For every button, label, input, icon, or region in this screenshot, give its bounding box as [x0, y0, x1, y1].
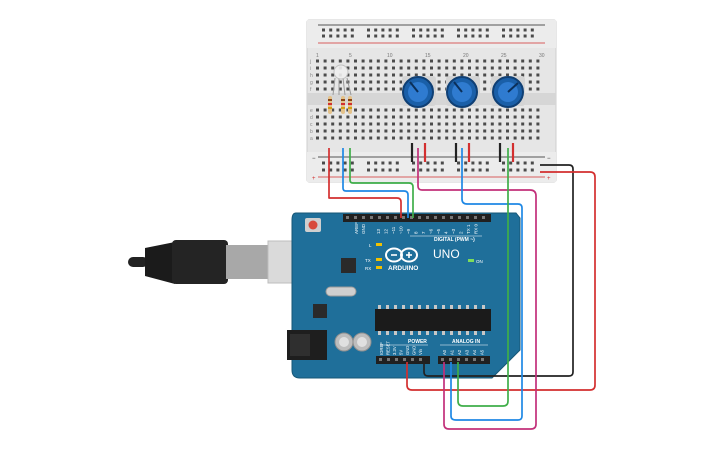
- digital-pwm-label: DIGITAL (PWM ~): [434, 237, 475, 243]
- potentiometer-2-icon[interactable]: [446, 76, 480, 108]
- digital-pin-label: RX 0: [474, 223, 479, 234]
- svg-text:j: j: [309, 59, 311, 65]
- bottom-power-rail: [307, 152, 556, 182]
- l-led-label: L: [369, 243, 372, 248]
- wire-pot2-a1: [450, 148, 523, 421]
- row-letters: j i h g f e d c b a: [309, 59, 313, 142]
- svg-text:e: e: [310, 108, 313, 114]
- atmega-chip: [375, 309, 491, 331]
- digital-pin-label: TX 1: [466, 224, 471, 234]
- svg-text:g: g: [310, 80, 313, 86]
- potentiometer-3-icon[interactable]: [491, 76, 525, 108]
- analog-pin-label: A3: [465, 349, 470, 355]
- svg-text:−: −: [547, 156, 551, 162]
- svg-text:f: f: [310, 87, 312, 93]
- digital-pin-label: ~3: [451, 228, 456, 234]
- wire-pot3-a2: [457, 148, 509, 407]
- digital-pin-label: ~11: [391, 226, 396, 234]
- digital-header: [343, 214, 491, 222]
- digital-pin-label: ~9: [406, 228, 411, 234]
- analog-pin-label: A1: [450, 349, 455, 355]
- rgb-led-icon[interactable]: [332, 64, 352, 96]
- col-label: 1: [316, 53, 319, 59]
- resistor-icon[interactable]: [341, 96, 345, 114]
- power-label: POWER: [408, 339, 427, 345]
- wire-blue-led: [342, 148, 409, 218]
- arduino-logo-icon: [385, 247, 418, 263]
- digital-pin-label: 4: [444, 231, 449, 234]
- digital-pin-label: GND: [361, 223, 366, 234]
- analog-pin-label: A4: [472, 349, 477, 355]
- analog-pin-label: A0: [442, 349, 447, 355]
- digital-pin-label: 2: [459, 231, 464, 234]
- col-label: 20: [463, 53, 469, 59]
- voltage-regulator: [313, 304, 327, 318]
- power-pin-label: GND: [405, 346, 410, 355]
- crystal: [325, 286, 357, 297]
- svg-text:i: i: [310, 66, 311, 72]
- tx-led-label: TX: [365, 258, 371, 263]
- model-label: UNO: [433, 247, 460, 261]
- power-pin-label: 3.3V: [392, 346, 397, 355]
- digital-pin-label: 7: [421, 231, 426, 234]
- wire-green-led: [349, 148, 414, 218]
- analog-header: [438, 356, 490, 364]
- svg-text:h: h: [310, 73, 313, 79]
- col-label: 15: [425, 53, 431, 59]
- power-pin-label: GND: [412, 346, 417, 355]
- on-led-label: ON: [476, 259, 483, 264]
- digital-pin-label: ~6: [429, 228, 434, 234]
- breadboard-jumpers: [410, 143, 515, 162]
- digital-pin-label: AREF: [354, 222, 359, 234]
- top-power-rail: [307, 20, 556, 48]
- wires: [328, 148, 596, 430]
- power-pin-label: IOREF: [379, 342, 384, 355]
- svg-text:c: c: [310, 122, 313, 128]
- col-label: 5: [349, 53, 352, 59]
- svg-text:d: d: [310, 115, 313, 121]
- col-label: 10: [387, 53, 393, 59]
- wire-5v: [406, 171, 596, 391]
- digital-pin-label: 8: [414, 231, 419, 234]
- svg-text:+: +: [312, 176, 316, 182]
- power-pin-label: Vin: [418, 348, 423, 355]
- analog-in-label: ANALOG IN: [452, 339, 480, 345]
- analog-pin-label: A2: [457, 349, 462, 355]
- column-numbers-top: 1 5 10 15 20 25 30: [316, 53, 545, 59]
- digital-pin-label: ~10: [399, 226, 404, 234]
- rx-led-label: RX: [365, 266, 371, 271]
- col-label: 25: [501, 53, 507, 59]
- usb-chip: [341, 258, 356, 273]
- svg-text:a: a: [310, 136, 313, 142]
- digital-pin-label: ~5: [436, 228, 441, 234]
- digital-pin-label: 12: [384, 228, 389, 234]
- wire-red-led: [328, 148, 402, 218]
- power-pin-label: 5V: [399, 350, 404, 355]
- wire-ground: [423, 164, 574, 377]
- svg-text:+: +: [547, 176, 551, 182]
- col-label: 30: [539, 53, 545, 59]
- resistor-icon[interactable]: [328, 96, 332, 114]
- analog-pin-label: A5: [480, 349, 485, 355]
- resistor-icon[interactable]: [348, 96, 352, 114]
- power-pin-label: RESET: [386, 341, 391, 355]
- brand-label: ARDUINO: [388, 265, 418, 272]
- wire-pot1-a0: [417, 148, 537, 430]
- svg-text:b: b: [310, 129, 313, 135]
- digital-pin-label: 13: [376, 228, 381, 234]
- svg-text:−: −: [312, 156, 316, 162]
- potentiometer-1-icon[interactable]: [402, 76, 436, 108]
